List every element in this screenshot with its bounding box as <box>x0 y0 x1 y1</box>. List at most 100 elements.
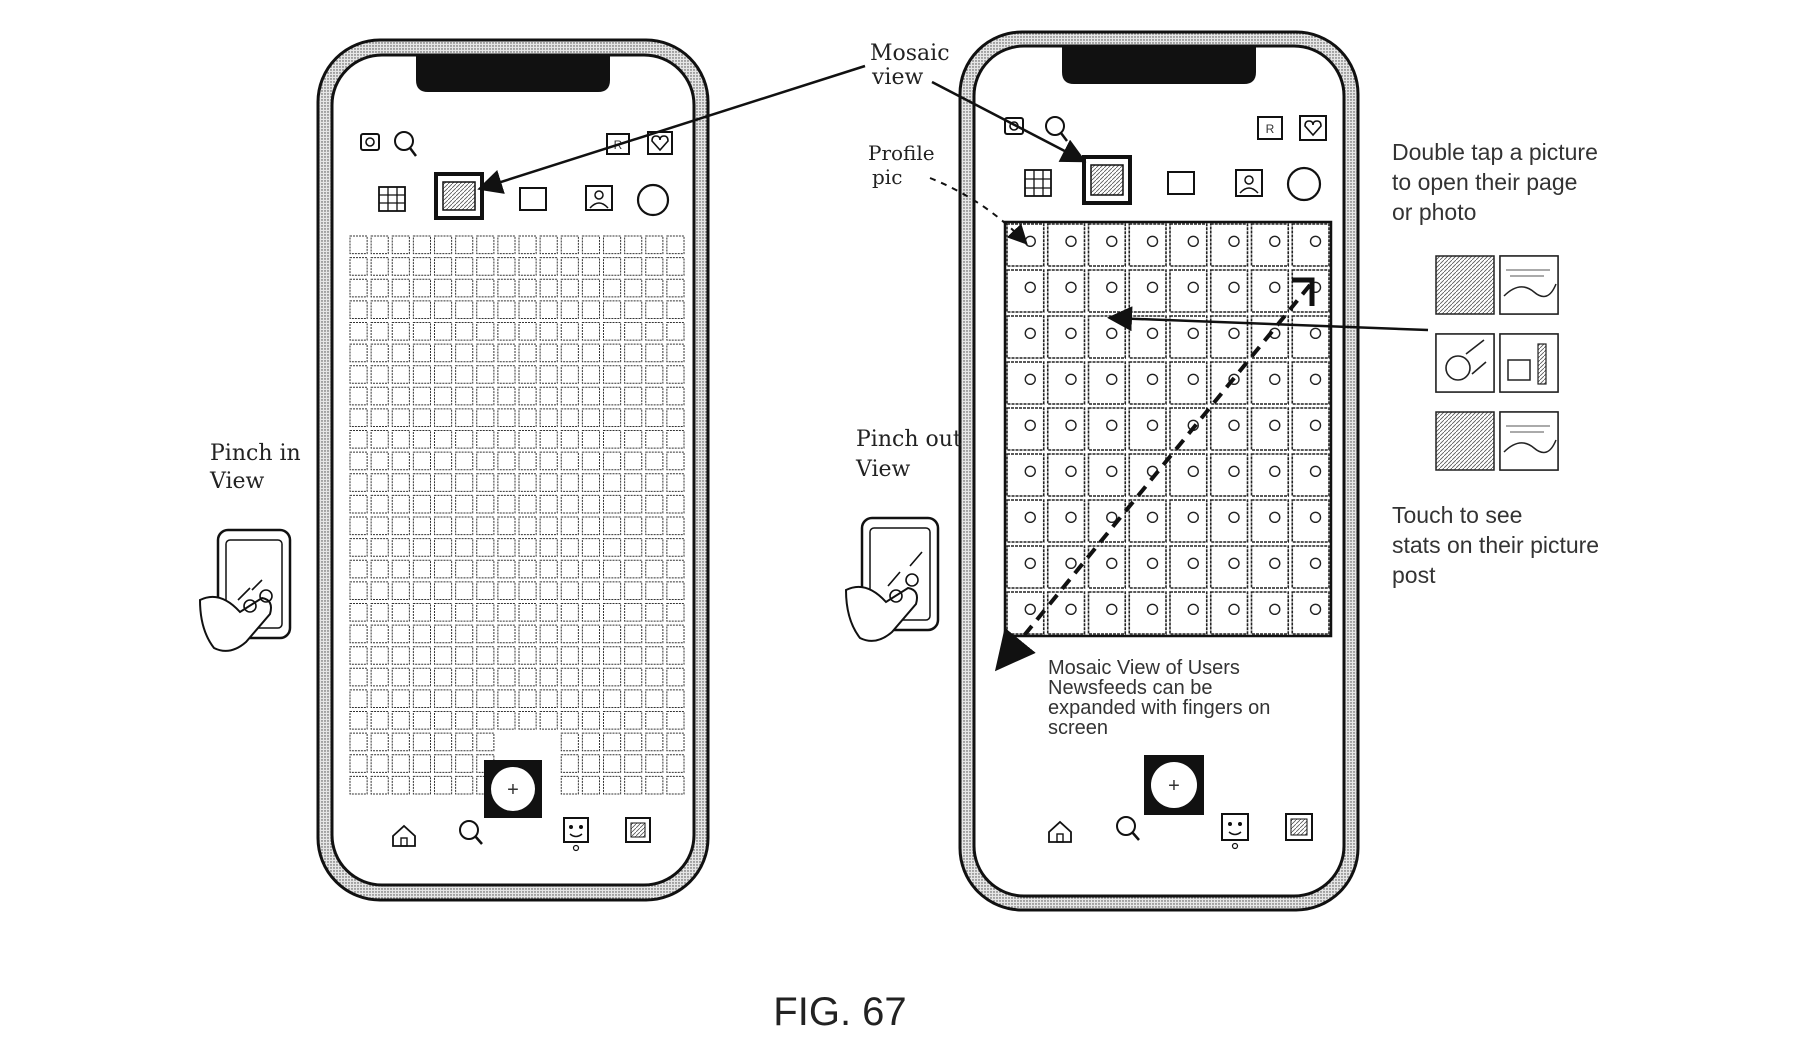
mosaic-cell[interactable] <box>497 494 516 514</box>
mosaic-cell[interactable] <box>560 365 579 384</box>
mosaic-cell[interactable] <box>434 235 453 255</box>
mosaic-cell[interactable] <box>645 667 664 687</box>
mosaic-cell[interactable] <box>412 365 431 384</box>
mosaic-cell[interactable] <box>391 624 410 644</box>
mosaic-cell[interactable] <box>434 538 453 557</box>
mosaic-cell[interactable] <box>581 538 600 557</box>
mosaic-cell[interactable] <box>1006 269 1045 313</box>
mosaic-cell[interactable] <box>455 343 474 363</box>
mosaic-cell[interactable] <box>349 711 368 730</box>
mosaic-cell[interactable] <box>476 343 495 363</box>
mosaic-cell[interactable] <box>645 624 664 644</box>
mosaic-cell[interactable] <box>560 386 579 406</box>
mosaic-cell[interactable] <box>476 473 495 492</box>
single-view-icon[interactable] <box>1167 171 1195 195</box>
mosaic-cell[interactable] <box>349 321 368 341</box>
mosaic-cell[interactable] <box>666 711 685 730</box>
mosaic-cell[interactable] <box>1006 315 1045 359</box>
mosaic-cell[interactable] <box>666 386 685 406</box>
mosaic-cell[interactable] <box>645 538 664 557</box>
mosaic-view-icon[interactable] <box>434 172 484 220</box>
mosaic-cell[interactable] <box>497 711 516 730</box>
mosaic-cell[interactable] <box>518 278 537 298</box>
mosaic-cell[interactable] <box>645 257 664 276</box>
mosaic-cell[interactable] <box>434 408 453 428</box>
mosaic-cell[interactable] <box>666 300 685 319</box>
mosaic-cell[interactable] <box>1169 315 1208 359</box>
mosaic-cell[interactable] <box>1046 499 1086 543</box>
mosaic-cell[interactable] <box>560 300 579 319</box>
mosaic-cell[interactable] <box>666 516 685 536</box>
mosaic-cell[interactable] <box>560 516 579 536</box>
mosaic-cell[interactable] <box>518 473 537 492</box>
mosaic-cell[interactable] <box>391 408 410 428</box>
mosaic-cell[interactable] <box>434 516 453 536</box>
mosaic-cell[interactable] <box>666 235 685 255</box>
mosaic-cell[interactable] <box>560 473 579 492</box>
mosaic-cell[interactable] <box>434 624 453 644</box>
mosaic-cell[interactable] <box>455 559 474 579</box>
mosaic-cell[interactable] <box>539 257 558 276</box>
mosaic-cell[interactable] <box>497 257 516 276</box>
mosaic-cell[interactable] <box>624 408 643 428</box>
mosaic-cell[interactable] <box>1250 545 1290 589</box>
mosaic-cell[interactable] <box>603 278 622 298</box>
mosaic-cell[interactable] <box>370 408 389 428</box>
mosaic-cell[interactable] <box>1046 591 1086 635</box>
mosaic-cell[interactable] <box>603 451 622 471</box>
mosaic-cell[interactable] <box>603 689 622 709</box>
mosaic-cell[interactable] <box>412 538 431 557</box>
mosaic-cell[interactable] <box>581 365 600 384</box>
mosaic-cell[interactable] <box>370 624 389 644</box>
landscape-thumb[interactable] <box>1499 255 1559 315</box>
mosaic-cell[interactable] <box>1046 315 1086 359</box>
mosaic-cell[interactable] <box>349 754 368 773</box>
mosaic-cell[interactable] <box>434 430 453 449</box>
mosaic-cell[interactable] <box>560 538 579 557</box>
mosaic-cell[interactable] <box>645 430 664 449</box>
mosaic-cell[interactable] <box>455 581 474 600</box>
mosaic-cell[interactable] <box>434 646 453 665</box>
mosaic-cell[interactable] <box>370 300 389 319</box>
mosaic-cell[interactable] <box>391 386 410 406</box>
mosaic-cell[interactable] <box>518 321 537 341</box>
mosaic-cell[interactable] <box>581 430 600 449</box>
mosaic-cell[interactable] <box>539 278 558 298</box>
mosaic-cell[interactable] <box>434 451 453 471</box>
mosaic-cell[interactable] <box>560 754 579 773</box>
mosaic-cell[interactable] <box>560 581 579 600</box>
face-icon[interactable] <box>1221 813 1249 850</box>
mosaic-cell[interactable] <box>1006 361 1045 405</box>
mosaic-cell[interactable] <box>581 581 600 600</box>
mosaic-cell[interactable] <box>1128 269 1167 313</box>
mosaic-cell[interactable] <box>1169 223 1208 267</box>
mosaic-cell[interactable] <box>666 581 685 600</box>
mosaic-cell[interactable] <box>645 321 664 341</box>
mosaic-cell[interactable] <box>476 386 495 406</box>
mosaic-cell[interactable] <box>391 602 410 622</box>
mosaic-cell[interactable] <box>476 257 495 276</box>
mosaic-cell[interactable] <box>434 775 453 795</box>
mosaic-cell[interactable] <box>1046 361 1086 405</box>
mosaic-cell[interactable] <box>391 278 410 298</box>
mosaic-cell[interactable] <box>645 343 664 363</box>
mosaic-cell[interactable] <box>645 646 664 665</box>
mosaic-cell[interactable] <box>666 754 685 773</box>
mosaic-cell[interactable] <box>624 473 643 492</box>
mosaic-cell[interactable] <box>476 711 495 730</box>
mosaic-cell[interactable] <box>518 343 537 363</box>
mosaic-cell[interactable] <box>1209 453 1249 497</box>
mosaic-cell[interactable] <box>476 646 495 665</box>
mosaic-cell[interactable] <box>581 711 600 730</box>
mosaic-cell[interactable] <box>581 494 600 514</box>
mosaic-cell[interactable] <box>560 602 579 622</box>
mosaic-cell[interactable] <box>645 559 664 579</box>
mosaic-cell[interactable] <box>349 732 368 752</box>
mosaic-cell[interactable] <box>349 278 368 298</box>
mosaic-cell[interactable] <box>434 386 453 406</box>
mosaic-cell[interactable] <box>666 646 685 665</box>
mosaic-cell[interactable] <box>645 689 664 709</box>
mosaic-cell[interactable] <box>624 754 643 773</box>
mosaic-cell[interactable] <box>497 386 516 406</box>
mosaic-photo-thumb[interactable] <box>1435 255 1495 315</box>
